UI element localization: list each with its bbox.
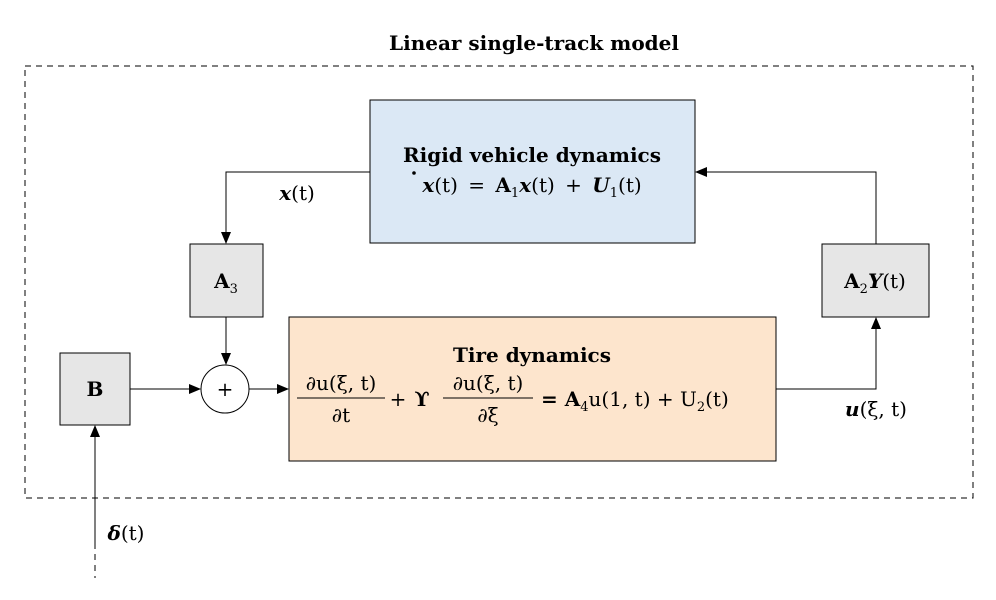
tire-upsilon: ϒ [414, 387, 429, 411]
tire-plus: + [390, 387, 407, 411]
x-dot-accent [412, 171, 416, 175]
tire-block-title: Tire dynamics [453, 343, 611, 367]
tire-frac1-den: ∂t [332, 403, 350, 427]
rigid-vehicle-block: Rigid vehicle dynamics x(t) = A1x(t) + U… [369, 99, 696, 244]
signal-delta-t: δ(t) [107, 521, 145, 545]
signal-x-t: x(t) [278, 181, 315, 205]
b-block: B [59, 352, 131, 426]
tire-frac2-num: ∂u(ξ, t) [453, 371, 524, 395]
a2y-to-rigid-line [695, 167, 877, 244]
u-output-line [776, 317, 881, 390]
svg-text:B: B [87, 377, 104, 401]
svg-text:A3: A3 [213, 269, 238, 297]
tire-frac2-den: ∂ξ [477, 403, 498, 427]
x-feedback-line [221, 171, 370, 244]
tire-frac1-num: ∂u(ξ, t) [306, 371, 377, 395]
summing-junction: + [200, 364, 250, 414]
a3-block: A3 [189, 243, 264, 318]
rigid-block-title: Rigid vehicle dynamics [403, 143, 661, 167]
diagram-title: Linear single-track model [389, 31, 679, 55]
tire-rhs: = A4u(1, t) + U2(t) [541, 387, 729, 415]
svg-text:A2Y(t): A2Y(t) [843, 269, 906, 297]
model-boundary [24, 65, 974, 499]
a2y-block: A2Y(t) [821, 243, 930, 318]
tire-dynamics-block: Tire dynamics ∂u(ξ, t) ∂t + ϒ ∂u(ξ, t) ∂… [288, 316, 777, 462]
signal-u-xi-t: u(ξ, t) [845, 397, 907, 421]
rigid-block-equation: x(t) = A1x(t) + U1(t) [421, 173, 641, 201]
svg-text:+: + [217, 377, 234, 401]
